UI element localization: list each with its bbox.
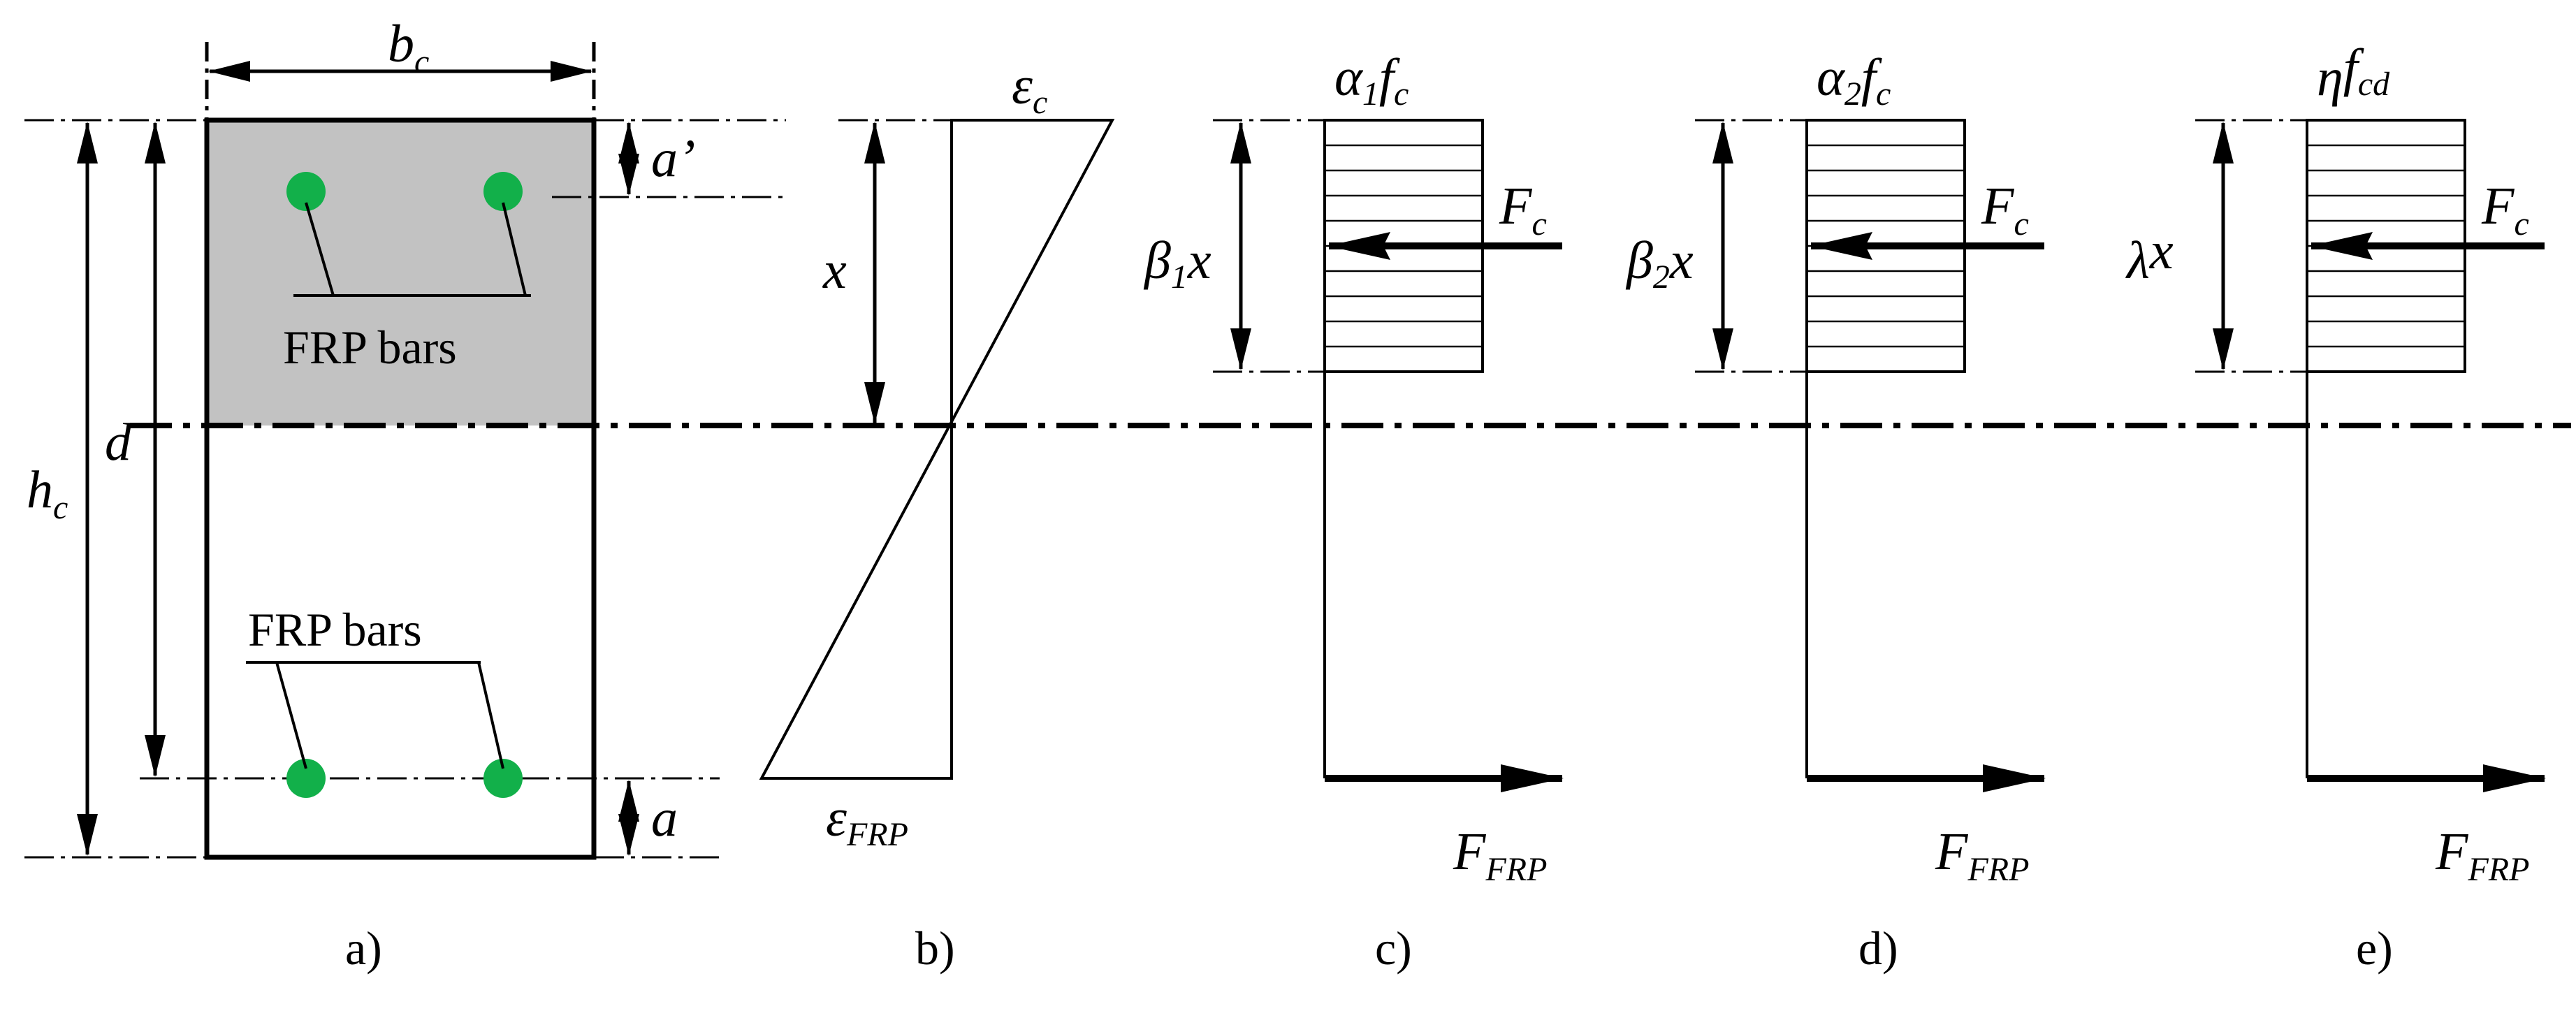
panel-label-c: c) xyxy=(1375,922,1412,975)
top-cover-label: a’ xyxy=(651,129,695,188)
block-depth-label-d: β2x xyxy=(1625,231,1694,296)
panel-label-e: e) xyxy=(2356,922,2393,975)
stress-top-label-d: α2fc xyxy=(1817,48,1891,112)
panel-labels: a) b) c) d) e) xyxy=(345,922,2393,975)
x-label: x xyxy=(822,241,847,300)
section-outline xyxy=(204,117,597,860)
height-label: hc xyxy=(27,460,68,526)
frp-bar-top-left xyxy=(286,172,326,211)
block-depth-label-c: β1x xyxy=(1143,231,1211,296)
tension-force-label-c: FFRP xyxy=(1453,822,1547,888)
stress-top-label-c: α1fc xyxy=(1334,48,1409,112)
strain-bottom-label: εFRP xyxy=(826,789,908,853)
strain-top-label: εc xyxy=(1012,57,1047,121)
panel-a-cross-section: bc hc d a’ a FRP bars FRP bars xyxy=(24,15,786,860)
compression-force-label-d: Fc xyxy=(1981,177,2029,242)
compression-force-label-c: Fc xyxy=(1499,177,1547,242)
bottom-bars-leader-left xyxy=(275,662,307,769)
bottom-cover-label: a xyxy=(651,789,678,848)
compression-zone xyxy=(207,120,594,426)
depth-label: d xyxy=(105,413,132,472)
frp-bar-bottom-right xyxy=(483,759,523,798)
panel-label-d: d) xyxy=(1858,922,1898,975)
tension-force-label-e: FFRP xyxy=(2435,822,2529,888)
panel-label-b: b) xyxy=(915,922,955,975)
frp-bar-top-right xyxy=(483,172,523,211)
bottom-bars-label: FRP bars xyxy=(248,603,422,656)
bottom-bars-leader-right xyxy=(477,662,504,769)
compression-force-label-e: Fc xyxy=(2481,177,2529,242)
block-depth-label-e: λx xyxy=(2125,221,2174,290)
frp-bar-bottom-left xyxy=(286,759,326,798)
panel-b-strain: x εc εFRP xyxy=(759,57,1115,853)
stress-top-label-e: ηfcd xyxy=(2317,38,2390,107)
tension-force-label-d: FFRP xyxy=(1935,822,2029,888)
strain-diagram xyxy=(759,119,1115,780)
width-label: bc xyxy=(388,15,429,80)
panel-label-a: a) xyxy=(345,922,382,975)
top-bars-label: FRP bars xyxy=(283,321,457,374)
